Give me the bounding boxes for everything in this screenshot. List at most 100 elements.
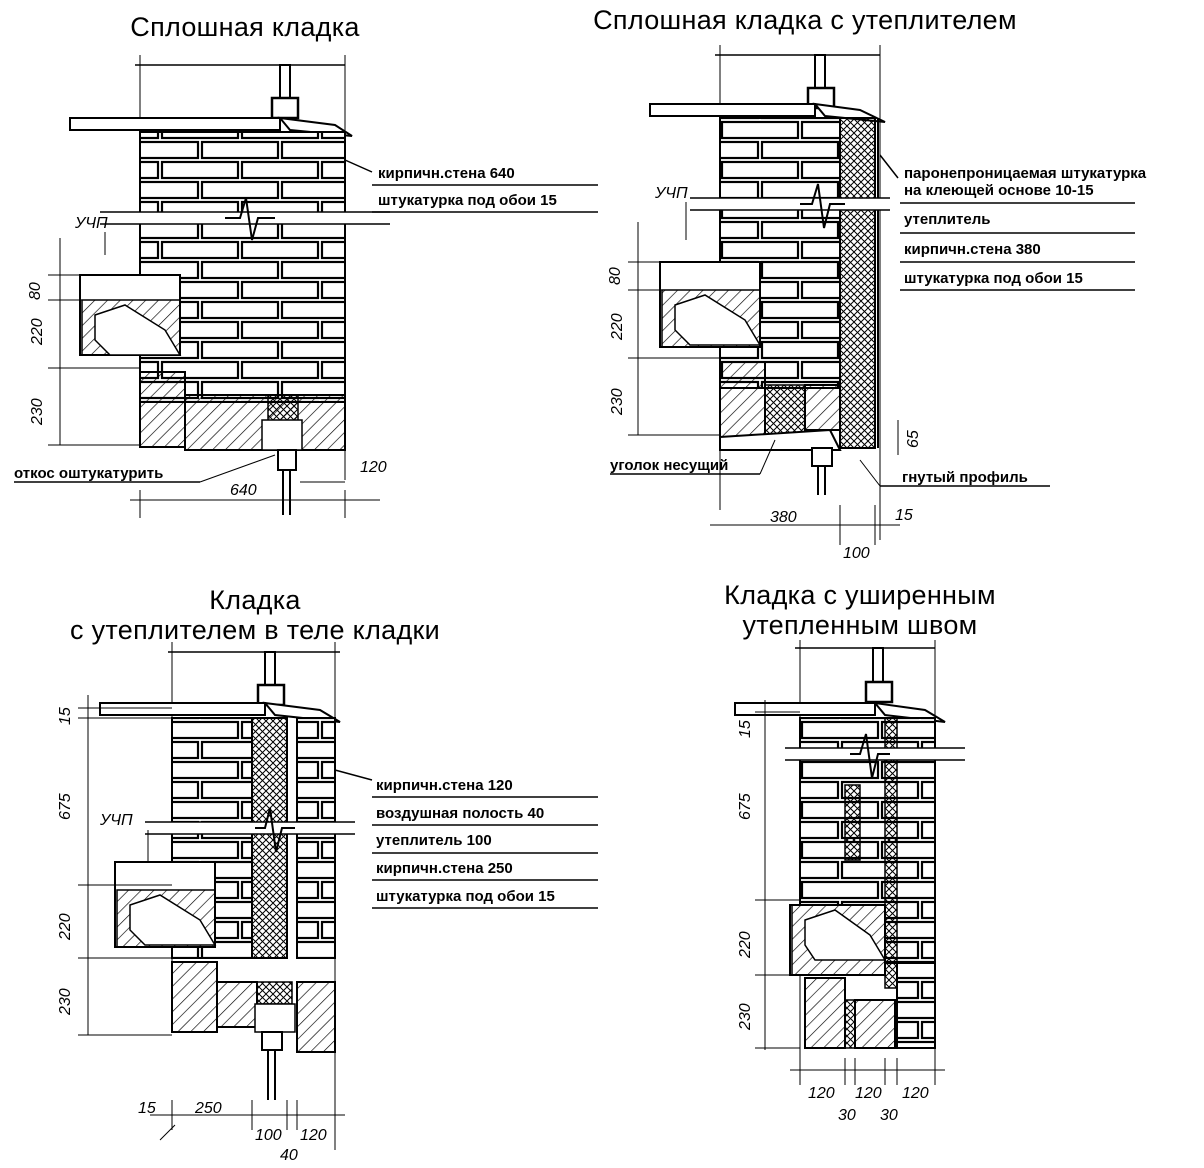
slab-hollow (94, 304, 182, 356)
dim-120-a: 120 (808, 1085, 835, 1102)
window-sash (864, 680, 894, 704)
angle-note: уголок несущий (610, 457, 728, 474)
dim-15: 15 (57, 707, 74, 725)
dim-230: 230 (737, 1003, 754, 1031)
label-air-gap-40: воздушная полость 40 (376, 805, 544, 822)
break-symbol (255, 807, 295, 853)
label-brick-wall-120: кирпичн.стена 120 (376, 777, 513, 794)
lintel-block (216, 981, 258, 1028)
slope-note: откос оштукатурить (14, 465, 163, 482)
lintel-outer (296, 981, 336, 1053)
title-cavity-masonry: Кладка с утеплителем в теле кладки (20, 585, 490, 645)
angle-leader (759, 439, 776, 475)
lintel-block (804, 384, 841, 431)
break-symbol (800, 183, 845, 229)
lintel-left (804, 977, 846, 1049)
dim-640: 640 (230, 482, 257, 499)
lintel-left (171, 961, 218, 1033)
dim-120: 120 (360, 459, 387, 476)
break-gap (785, 748, 965, 760)
label-brick-wall-250: кирпичн.стена 250 (376, 860, 513, 877)
window-sill-board (69, 117, 281, 131)
window-frame-top (814, 54, 826, 91)
dim-80: 80 (607, 267, 624, 285)
title-cavity-line2: с утеплителем в теле кладки (70, 615, 440, 645)
title-wide-joint: Кладка с уширенным утепленным швом (680, 580, 1040, 640)
window-frame-bottom (811, 447, 833, 467)
label-insulation-100: утеплитель 100 (376, 832, 492, 849)
window-frame-top (264, 651, 276, 688)
window-sill-board (99, 702, 266, 716)
dim-380: 380 (770, 509, 797, 526)
title-solid-masonry: Сплошная кладка (130, 12, 360, 42)
window-frame-top (872, 647, 884, 684)
lintel-block (854, 999, 896, 1049)
dim-250: 250 (194, 1100, 222, 1117)
frame-box (254, 1003, 296, 1033)
dim-220: 220 (57, 913, 74, 941)
window-sash (270, 96, 300, 120)
break-symbol (850, 733, 890, 779)
dim-15: 15 (138, 1100, 156, 1117)
window-frame-bottom (261, 1031, 283, 1051)
label-insulation: утеплитель (904, 211, 990, 228)
slab-hollow (674, 294, 762, 346)
dim-120-c: 120 (902, 1085, 929, 1102)
dim-120: 120 (300, 1127, 327, 1144)
label-plaster-15: штукатурка под обои 15 (378, 192, 557, 209)
dim-15: 15 (895, 507, 913, 524)
dim-80: 80 (27, 282, 44, 300)
panel-solid-masonry: 80 220 230 УЧП кирпичн.стена 640 штукату… (14, 55, 598, 518)
insulation-insert (256, 981, 293, 1005)
title-cavity-line1: Кладка (209, 585, 301, 615)
insulation-insert (764, 384, 806, 436)
label-plaster-15: штукатурка под обои 15 (376, 888, 555, 905)
uchp-mark: УЧП (74, 215, 108, 232)
dim-30-a: 30 (838, 1107, 856, 1124)
window-frame-top (279, 64, 291, 101)
dim-40: 40 (280, 1147, 298, 1164)
label-vapor-plaster-2: на клеющей основе 10-15 (904, 182, 1094, 199)
slope-leader (199, 454, 276, 483)
label-vapor-plaster-1: паронепроницаемая штукатурка (904, 165, 1147, 182)
break-symbol (225, 197, 275, 241)
dim-65: 65 (905, 430, 922, 448)
support-angle (719, 428, 842, 451)
dim-230: 230 (609, 388, 626, 416)
title-solid-insulated: Сплошная кладка с утеплителем (593, 5, 1017, 35)
insulation-layer (251, 717, 288, 959)
profile-leader (859, 459, 881, 487)
label-plaster-15: штукатурка под обои 15 (904, 270, 1083, 287)
slab-hollow (129, 894, 217, 946)
insulation-layer (839, 117, 876, 449)
lintel-left (139, 371, 186, 448)
profile-note: гнутый профиль (902, 469, 1028, 486)
brick-outer (896, 962, 936, 1049)
leader-line (344, 159, 373, 173)
uchp-mark: УЧП (654, 185, 688, 202)
insulated-joint (884, 717, 898, 989)
leader-line (879, 154, 899, 179)
lintel-left (719, 361, 766, 438)
dim-100: 100 (843, 545, 870, 562)
dim-220: 220 (737, 931, 754, 959)
window-frame-bottom (277, 449, 297, 471)
slab-hollow (804, 909, 887, 961)
label-brick-wall-380: кирпичн.стена 380 (904, 241, 1041, 258)
dim-675: 675 (57, 793, 74, 820)
panel-solid-insulated: 80 220 230 65 УЧП паронепроницаемая штук… (607, 45, 1147, 562)
dim-30-b: 30 (880, 1107, 898, 1124)
break-gap (145, 822, 355, 834)
title-wide-joint-line2: утепленным швом (742, 610, 978, 640)
uchp-mark: УЧП (99, 812, 133, 829)
label-brick-wall-640: кирпичн.стена 640 (378, 165, 515, 182)
title-wide-joint-line1: Кладка с уширенным (724, 580, 996, 610)
dim-15: 15 (737, 720, 754, 738)
dim-100: 100 (255, 1127, 282, 1144)
break-gap (690, 198, 890, 210)
dim-120-b: 120 (855, 1085, 882, 1102)
panel-cavity-masonry: 15 675 220 230 УЧП кирпичн.стена 120 воз… (57, 642, 598, 1164)
brick-wall-outer (296, 717, 336, 959)
dim-230: 230 (57, 988, 74, 1016)
